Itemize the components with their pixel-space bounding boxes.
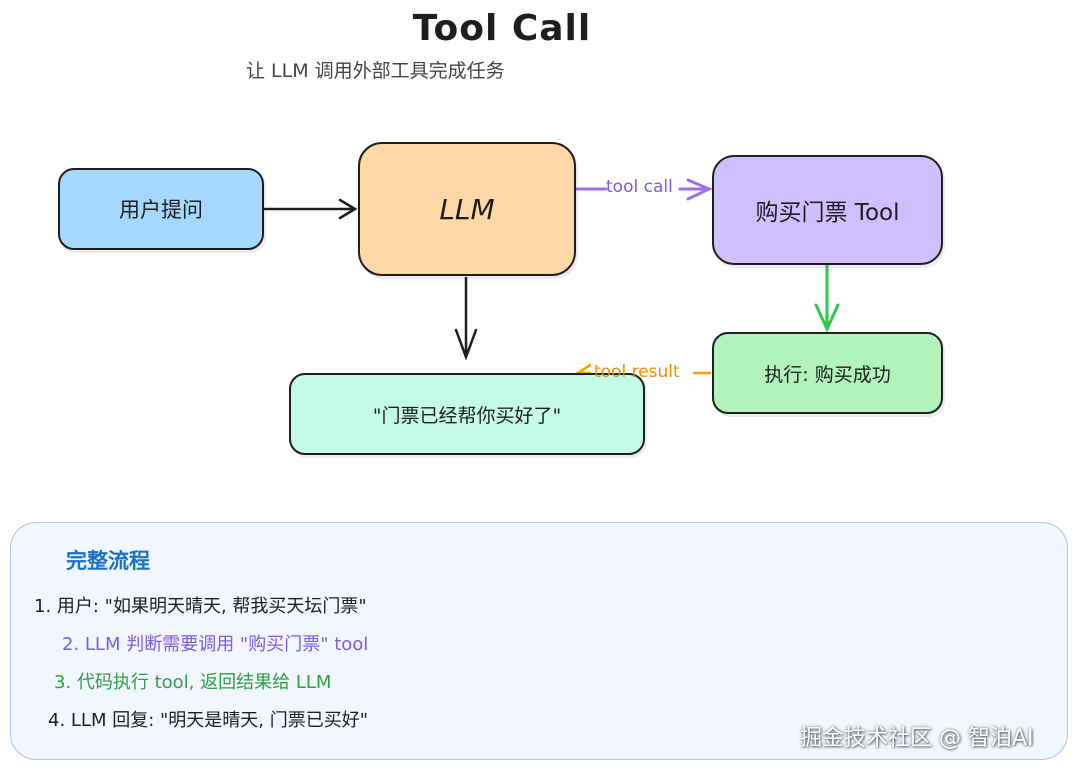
arrow-tool-to-execute [814, 264, 840, 333]
flow-title: 完整流程 [66, 549, 150, 573]
flow-panel [10, 522, 1068, 760]
arrow-llm-to-reply [454, 276, 478, 361]
diagram-title: Tool Call [412, 8, 592, 49]
watermark: 掘金技术社区 @ 智泊AI [800, 726, 1034, 751]
arrow-tool-call [575, 178, 713, 201]
node-reply: "门票已经帮你买好了" [289, 373, 645, 455]
node-execute: 执行: 购买成功 [712, 332, 943, 414]
flow-step-2: 2. LLM 判断需要调用 "购买门票" tool [62, 634, 369, 655]
node-reply-label: "门票已经帮你买好了" [372, 404, 562, 427]
flow-step-1: 1. 用户: "如果明天晴天, 帮我买天坛门票" [34, 596, 367, 617]
node-user-question-label: 用户提问 [119, 198, 203, 222]
node-buy-ticket-tool-label: 购买门票 Tool [755, 200, 900, 226]
node-user-question: 用户提问 [58, 168, 264, 250]
edge-label-tool-call: tool call [606, 177, 673, 197]
node-buy-ticket-tool: 购买门票 Tool [712, 155, 943, 265]
diagram-subtitle: 让 LLM 调用外部工具完成任务 [246, 60, 505, 82]
flow-step-3: 3. 代码执行 tool, 返回结果给 LLM [54, 672, 332, 693]
arrow-user-to-llm [263, 198, 358, 220]
edge-label-tool-result: tool result [594, 362, 680, 382]
node-execute-label: 执行: 购买成功 [764, 363, 891, 386]
flow-step-4: 4. LLM 回复: "明天是晴天, 门票已买好" [48, 710, 368, 731]
node-llm: LLM [358, 142, 576, 276]
node-llm-label: LLM [439, 192, 495, 226]
